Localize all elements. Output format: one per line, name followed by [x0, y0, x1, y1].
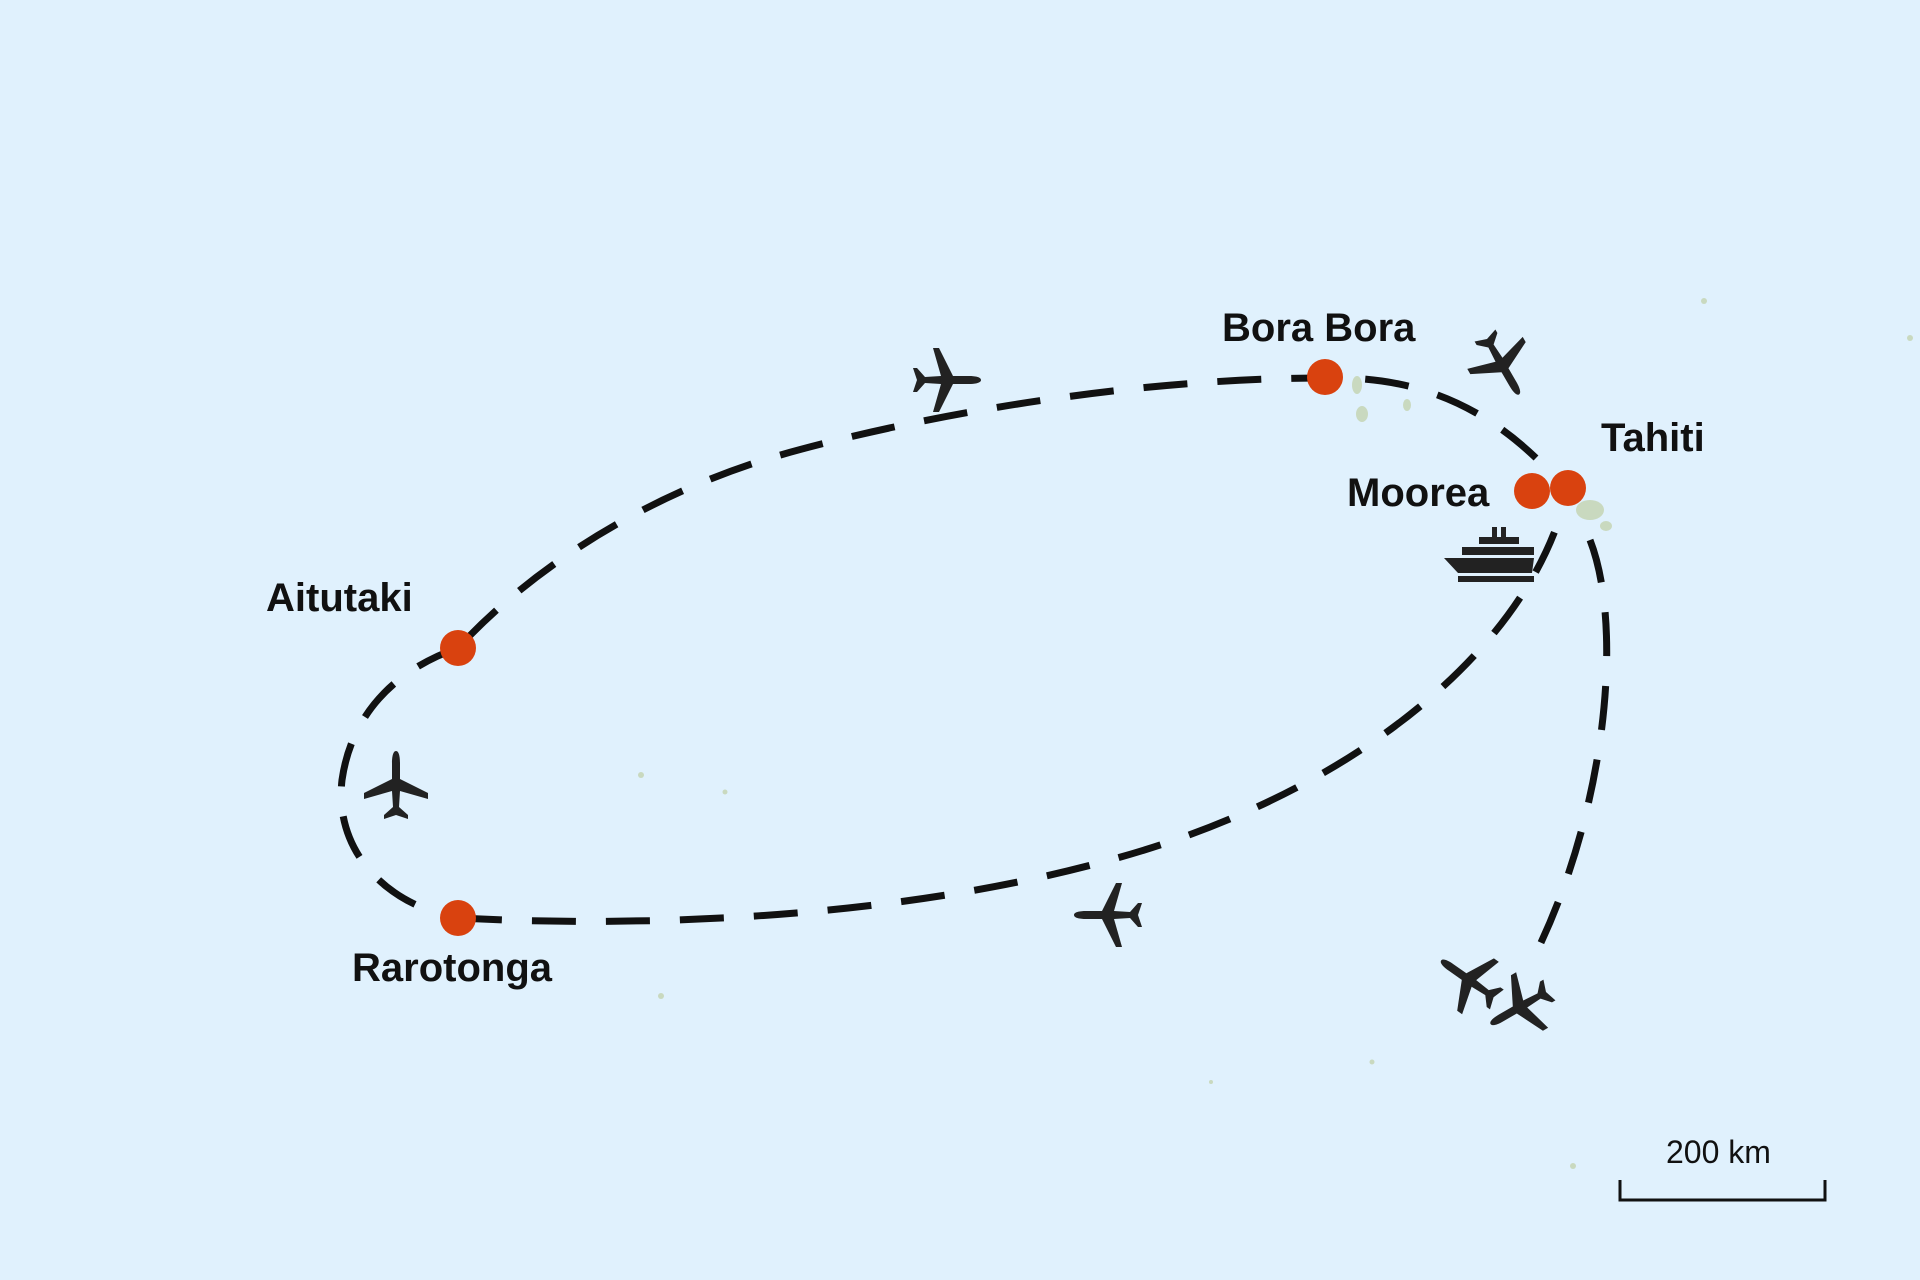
- place-label-bora-bora: Bora Bora: [1222, 306, 1416, 350]
- island-specks: [638, 298, 1913, 1169]
- airplane-icon: [1422, 934, 1516, 1026]
- scale-bar-label: 200 km: [1666, 1134, 1771, 1170]
- stop-marker-aitutaki[interactable]: [440, 630, 476, 666]
- island-speck: [1907, 335, 1913, 341]
- stop-marker-rarotonga[interactable]: [440, 900, 476, 936]
- airplane-icon: [364, 751, 428, 819]
- route-lines: [337, 374, 1611, 967]
- island-speck: [1403, 399, 1411, 411]
- airplane-icon: [1074, 883, 1142, 947]
- place-label-aitutaki: Aitutaki: [266, 576, 413, 620]
- route-rarotonga-tahiti: [457, 491, 1571, 925]
- scale-bar-line: [1618, 1180, 1827, 1202]
- route-tahiti-borabora-aitutaki: [455, 374, 1539, 651]
- island-speck: [722, 789, 728, 795]
- place-label-rarotonga: Rarotonga: [352, 946, 552, 990]
- island-speck: [1369, 1059, 1375, 1065]
- island-speck: [658, 993, 664, 999]
- island-speck: [1576, 500, 1604, 520]
- stop-marker-bora-bora[interactable]: [1307, 359, 1343, 395]
- stop-marker-moorea[interactable]: [1514, 473, 1550, 509]
- island-speck: [1356, 406, 1368, 422]
- stop-marker-tahiti[interactable]: [1550, 470, 1586, 506]
- island-speck: [638, 772, 644, 778]
- island-speck: [1701, 298, 1707, 304]
- route-aitutaki-rarotonga: [337, 644, 460, 922]
- island-speck: [1570, 1163, 1576, 1169]
- island-speck: [1600, 521, 1612, 531]
- airplane-icon: [913, 348, 981, 412]
- ship-icon: [1444, 527, 1534, 582]
- island-speck: [1352, 376, 1362, 394]
- place-label-moorea: Moorea: [1347, 471, 1490, 515]
- airplane-icon: [1457, 319, 1547, 411]
- island-speck: [1209, 1080, 1213, 1084]
- place-label-tahiti: Tahiti: [1601, 416, 1705, 460]
- route-tahiti-south: [1526, 538, 1611, 967]
